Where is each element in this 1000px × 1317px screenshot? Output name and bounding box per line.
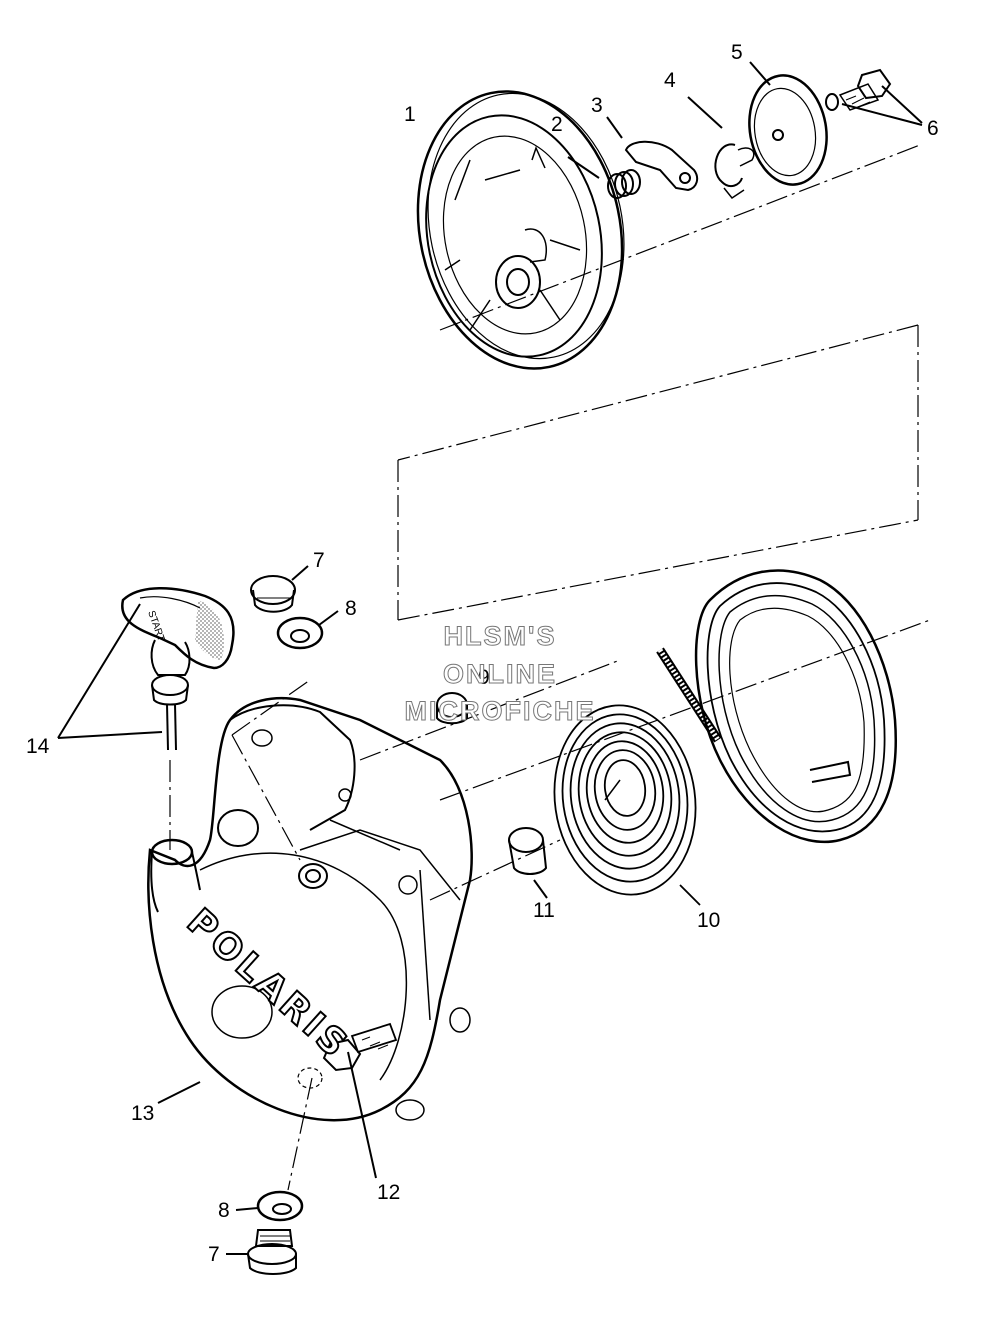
callout-11: 11 [533,899,555,922]
callout-1: 1 [404,103,416,126]
callout-6: 6 [927,117,939,140]
bolt-and-washer [825,68,923,126]
assembly-lines [169,144,931,1191]
washer-bottom [235,1190,304,1222]
watermark-line-2: ONLINE [442,659,557,689]
plug-bottom [226,1229,297,1275]
callout-8-bottom: 8 [218,1199,230,1222]
watermark-line-3: MICROFICHE [404,696,596,726]
retainer-clip [687,96,755,200]
housing-bolt [322,1022,398,1179]
handle-start-text: START [145,609,166,643]
callout-9: 9 [478,666,490,689]
pawl-spring [567,156,641,199]
rope-pulley [416,90,625,370]
polaris-logo-text: POLARIS [179,901,357,1067]
callout-12: 12 [377,1181,401,1204]
callout-4: 4 [664,69,676,92]
washer-top [276,610,339,650]
callout-14: 14 [26,735,50,758]
callout-7-top: 7 [313,549,325,572]
bushing-small [436,692,468,725]
callout-3: 3 [591,94,603,117]
recoil-spring [553,704,701,906]
callout-7-bottom: 7 [208,1243,220,1266]
callout-2: 2 [551,113,563,136]
watermark-line-1: HLSM'S [443,621,557,651]
cover-plate [748,61,828,186]
starter-handle [57,587,235,751]
callout-8-top: 8 [345,597,357,620]
recoil-housing [147,696,473,1122]
bushing [508,827,548,899]
callout-10: 10 [697,909,721,932]
starter-rope [656,569,897,844]
pawl [606,116,699,192]
plug-top [250,565,309,613]
callout-5: 5 [731,41,743,64]
callout-13: 13 [131,1102,155,1125]
